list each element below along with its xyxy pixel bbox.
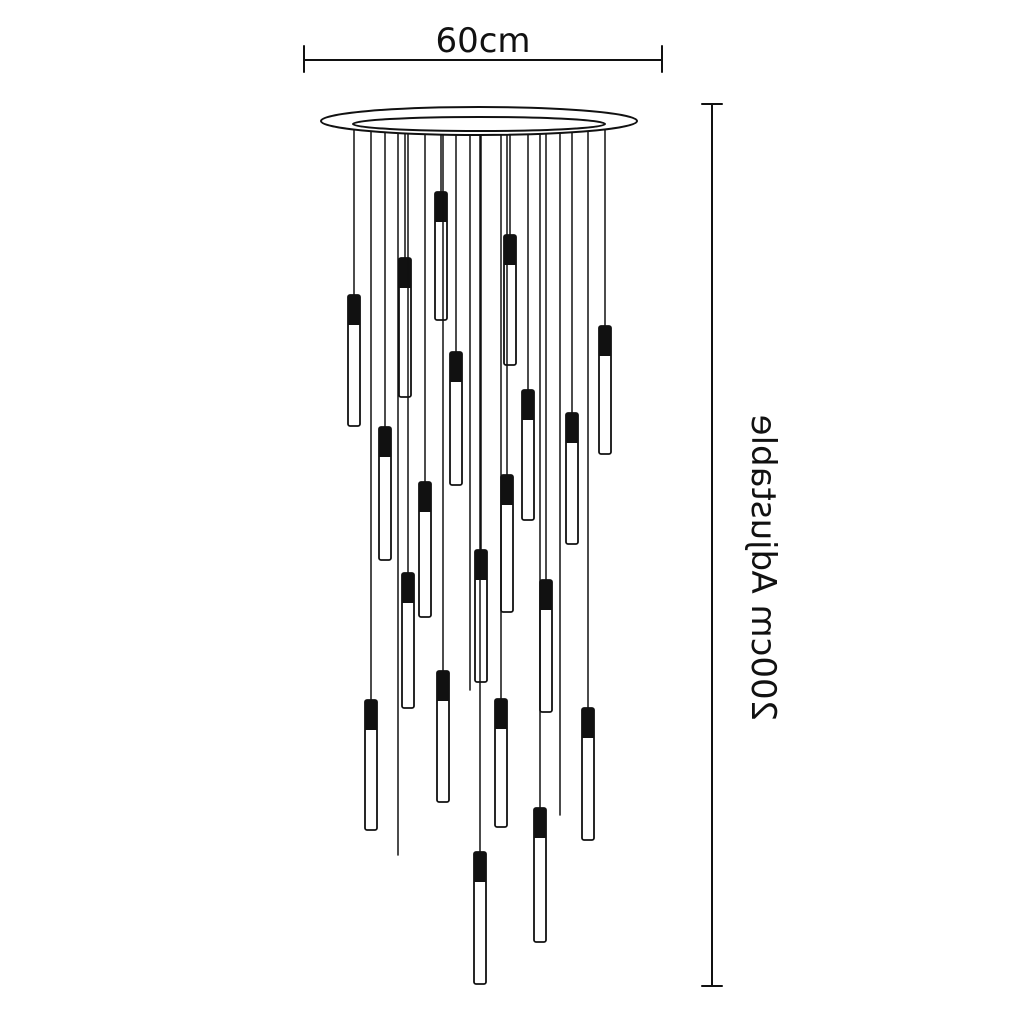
pendant-cap [435,192,447,222]
pendant-cap [582,708,594,738]
pendant-cap [379,427,391,457]
width-label: 60cm [435,21,530,61]
pendant-cap [501,475,513,505]
pendant-cap [534,808,546,838]
pendant-cap [348,295,360,325]
pendant-cap [566,413,578,443]
height-label: 200cm Adjustable [743,415,783,722]
width-dimension: 60cm [303,21,663,73]
pendant-cap [474,852,486,882]
pendant-cap [599,326,611,356]
canopy-inner-rim [352,116,606,132]
ceiling-canopy [320,106,638,136]
height-dimension: 200cm Adjustable [701,103,783,987]
pendant-cap [419,482,431,512]
pendant-cap [365,700,377,730]
pendant-cap [540,580,552,610]
pendant-group [347,127,612,985]
pendant-cap [402,573,414,603]
pendant-cap [504,235,516,265]
pendant-cap [475,550,487,580]
pendant-cap [522,390,534,420]
pendant-cap [495,699,507,729]
pendant-cap [399,258,411,288]
pendant-cap [437,671,449,701]
pendant-cap [450,352,462,382]
